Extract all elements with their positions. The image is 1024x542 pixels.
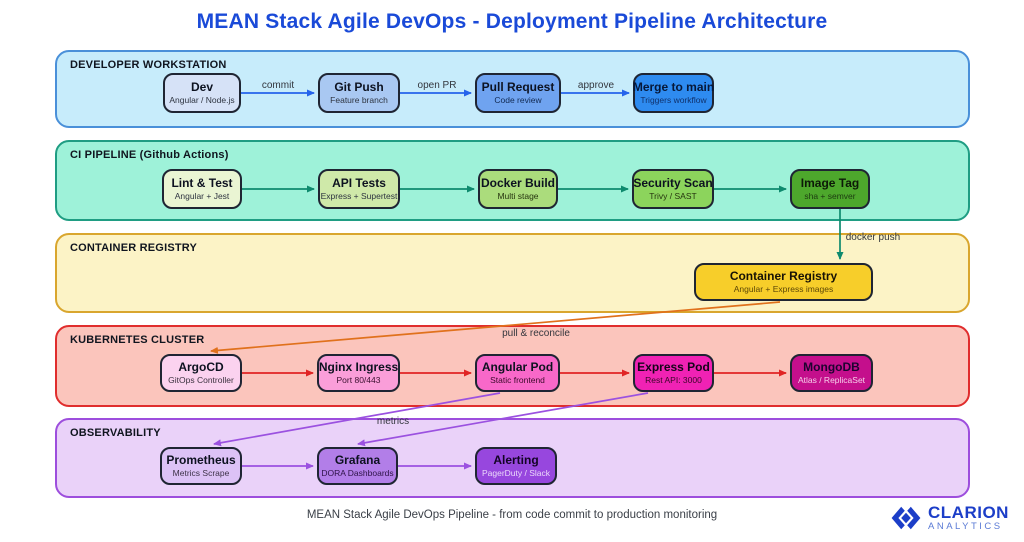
clarion-diamond-icon	[891, 506, 921, 530]
logo-name: CLARION	[928, 503, 1009, 523]
node-subtitle-grafana: DORA Dashboards	[321, 467, 394, 478]
band-label-observability: OBSERVABILITY	[70, 427, 161, 439]
node-subtitle-image-tag: sha + semver	[804, 190, 856, 201]
node-title-security-scan: Security Scan	[633, 176, 713, 191]
diagram-caption: MEAN Stack Agile DevOps Pipeline - from …	[306, 509, 718, 521]
node-title-grafana: Grafana	[334, 453, 381, 468]
node-subtitle-merge-to-main: Triggers workflow	[640, 94, 707, 105]
node-title-alerting: Alerting	[493, 453, 539, 468]
node-title-express-pod: Express Pod	[637, 360, 710, 375]
node-title-angular-pod: Angular Pod	[481, 360, 554, 375]
node-title-image-tag: Image Tag	[800, 176, 860, 191]
node-subtitle-argocd: GitOps Controller	[168, 374, 234, 385]
node-subtitle-container-registry: Angular + Express images	[733, 283, 834, 294]
node-subtitle-mongodb: Atlas / ReplicaSet	[797, 374, 866, 385]
node-title-dev: Dev	[190, 80, 213, 95]
node-subtitle-dev: Angular / Node.js	[169, 94, 235, 105]
node-subtitle-nginx-ingress: Port 80/443	[336, 374, 381, 385]
logo-text: CLARION ANALYTICS	[928, 504, 1009, 532]
node-title-pull-request: Pull Request	[481, 80, 555, 95]
band-label-ci-pipeline: CI PIPELINE (Github Actions)	[70, 149, 229, 161]
node-title-mongodb: MongoDB	[803, 360, 860, 375]
node-subtitle-api-tests: Express + Supertest	[320, 190, 398, 201]
node-subtitle-express-pod: Rest API: 3000	[645, 374, 702, 385]
node-subtitle-security-scan: Trivy / SAST	[649, 190, 697, 201]
node-subtitle-pull-request: Code review	[494, 94, 542, 105]
node-title-prometheus: Prometheus	[166, 453, 236, 468]
node-title-lint-test: Lint & Test	[171, 176, 233, 191]
band-label-developer-workstation: DEVELOPER WORKSTATION	[70, 59, 227, 71]
node-subtitle-alerting: PagerDuty / Slack	[481, 467, 551, 478]
node-title-container-registry: Container Registry	[729, 269, 838, 284]
node-subtitle-git-push: Feature branch	[330, 94, 388, 105]
node-title-docker-build: Docker Build	[480, 176, 555, 191]
node-subtitle-lint-test: Angular + Jest	[174, 190, 230, 201]
node-subtitle-docker-build: Multi stage	[497, 190, 539, 201]
node-subtitle-prometheus: Metrics Scrape	[172, 467, 230, 478]
node-title-api-tests: API Tests	[332, 176, 386, 191]
node-title-merge-to-main: Merge to main	[632, 80, 715, 95]
node-title-git-push: Git Push	[334, 80, 384, 95]
page-title: MEAN Stack Agile DevOps - Deployment Pip…	[196, 10, 828, 33]
clarion-analytics-logo: CLARION ANALYTICS	[890, 502, 1009, 534]
band-label-container-registry-zone: CONTAINER REGISTRY	[70, 242, 198, 254]
node-title-argocd: ArgoCD	[178, 360, 224, 375]
logo-subtitle: ANALYTICS	[928, 521, 1003, 533]
node-title-nginx-ingress: Nginx Ingress	[318, 360, 399, 375]
node-subtitle-angular-pod: Static frontend	[490, 374, 545, 385]
band-label-kubernetes-cluster: KUBERNETES CLUSTER	[70, 334, 205, 346]
